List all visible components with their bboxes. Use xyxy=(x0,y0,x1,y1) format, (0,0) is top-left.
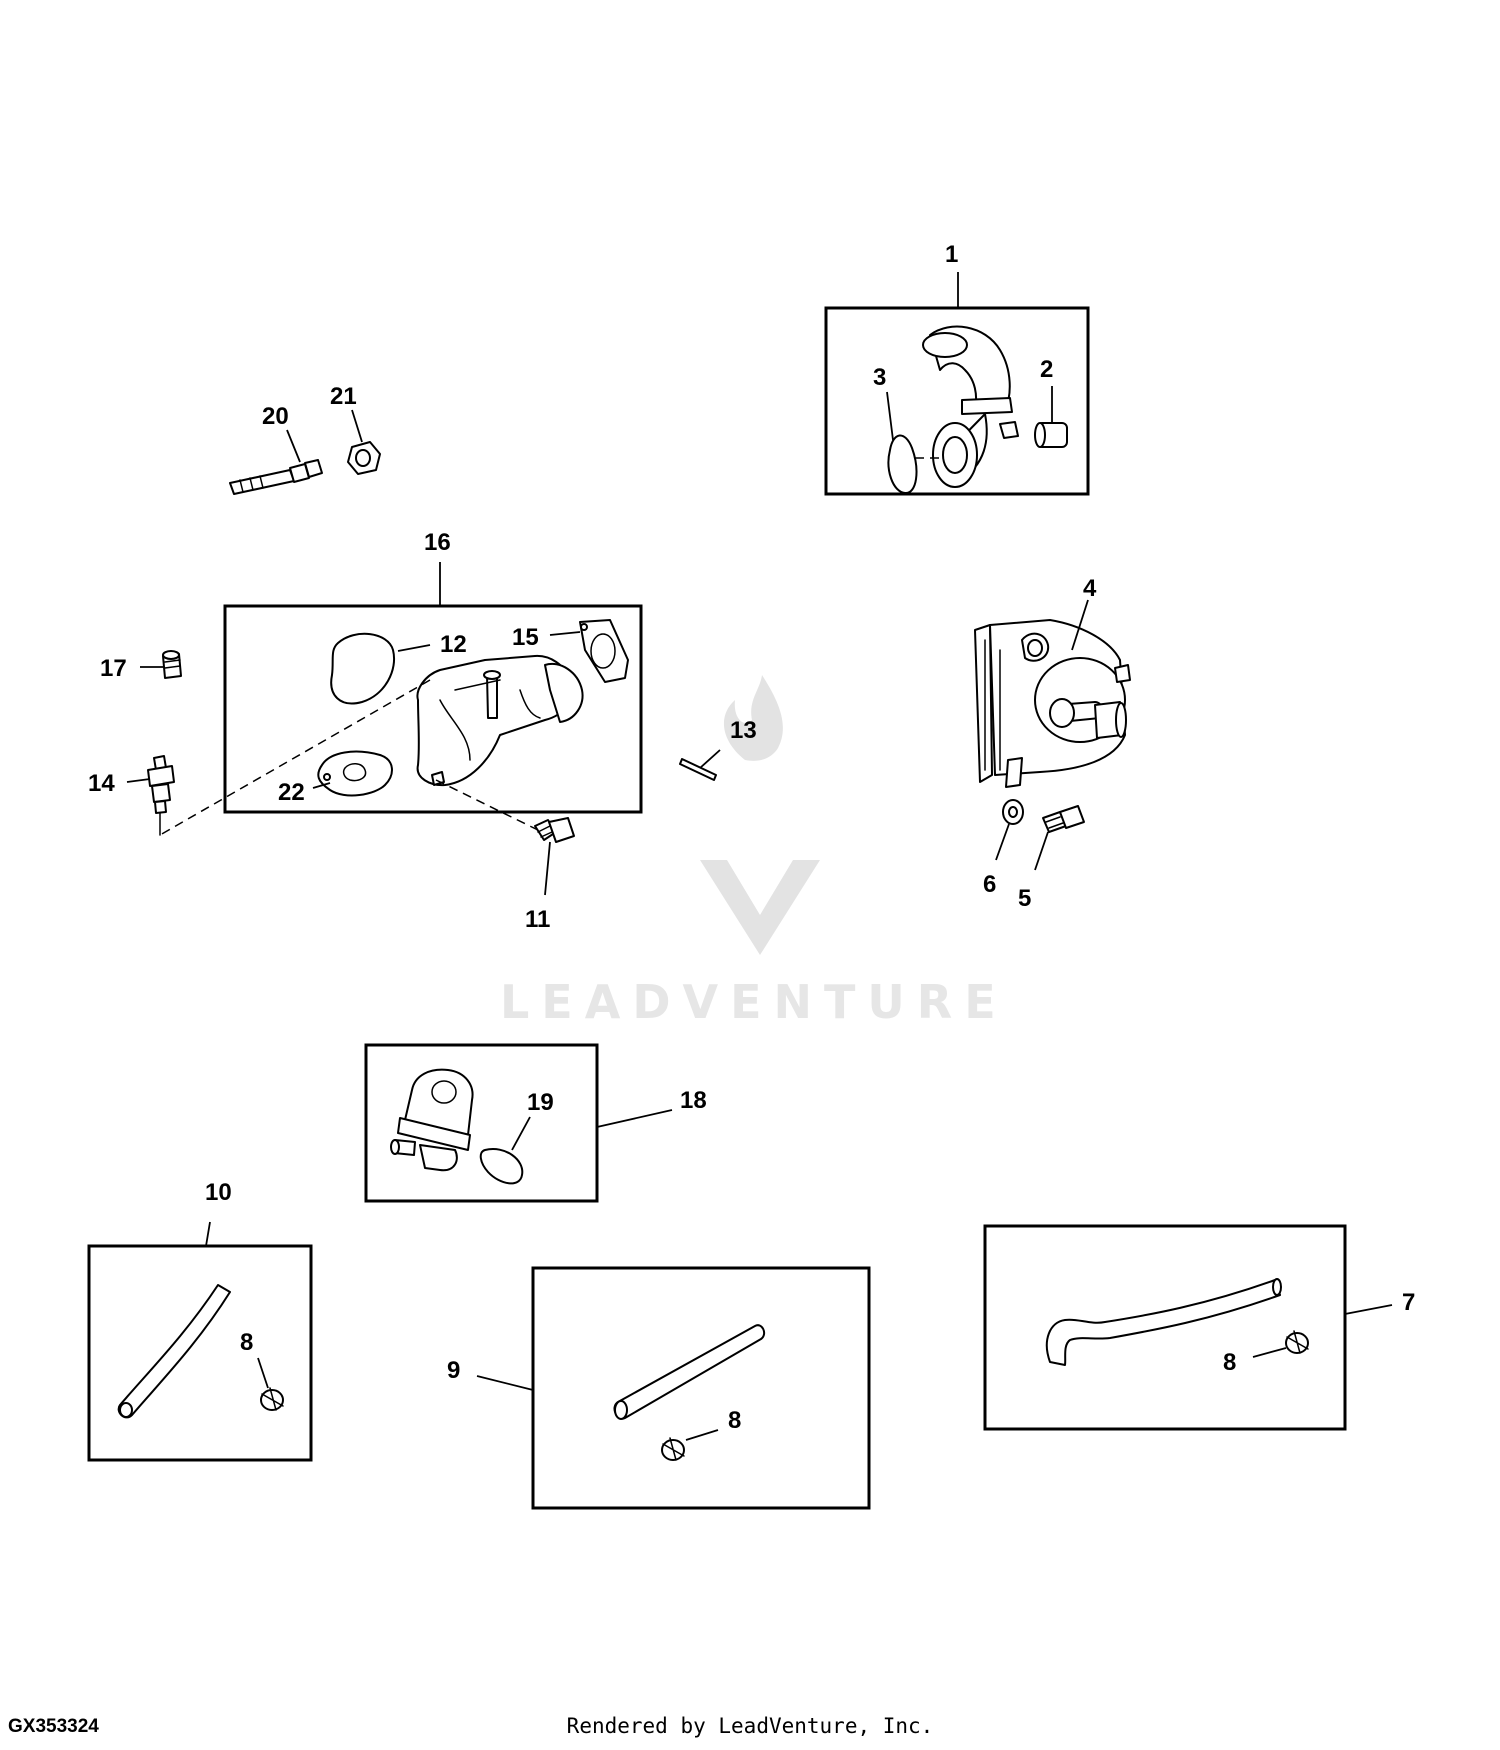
callout-11[interactable]: 11 xyxy=(525,906,550,933)
watermark-text: LEADVENTURE xyxy=(500,975,1008,1029)
callout-7[interactable]: 7 xyxy=(1402,1289,1415,1316)
callout-10[interactable]: 10 xyxy=(205,1179,232,1206)
pin-13 xyxy=(679,758,717,781)
callout-4[interactable]: 4 xyxy=(1083,575,1097,602)
kit-box-7 xyxy=(983,1224,1347,1431)
watermark-v-icon xyxy=(700,860,820,955)
group-outlet-housing: 16 12 15 22 xyxy=(159,529,643,836)
leader-18 xyxy=(596,1109,673,1128)
clamp-8-c xyxy=(1285,1330,1309,1354)
leader-5 xyxy=(1034,831,1049,871)
leader-15 xyxy=(549,631,581,636)
kit-box-10 xyxy=(87,1244,313,1462)
callout-20[interactable]: 20 xyxy=(262,403,289,430)
leader-10 xyxy=(205,1221,211,1247)
dashed-line-14 xyxy=(159,679,431,836)
bolt-11 xyxy=(534,817,575,843)
leader-19 xyxy=(511,1116,531,1151)
o-ring-12 xyxy=(330,632,396,705)
leader-7 xyxy=(1344,1304,1393,1315)
group-hose-10: 10 8 xyxy=(87,1179,313,1462)
leader-11 xyxy=(544,841,551,896)
hose-10 xyxy=(117,1284,231,1419)
callout-8-a[interactable]: 8 xyxy=(240,1329,253,1356)
callout-15[interactable]: 15 xyxy=(512,624,539,651)
leader-6 xyxy=(995,823,1010,861)
clip-on-housing xyxy=(999,421,1019,439)
thermostat xyxy=(932,422,978,488)
callout-8-c[interactable]: 8 xyxy=(1223,1349,1236,1376)
group-hose-7: 7 8 xyxy=(983,1224,1415,1431)
callout-13[interactable]: 13 xyxy=(730,717,757,744)
temperature-sender-20 xyxy=(229,459,323,495)
group-hose-9: 9 8 xyxy=(447,1266,871,1510)
group-fitting-kit: 18 19 xyxy=(364,1043,707,1203)
diagram-id-label: GX353324 xyxy=(8,1716,99,1737)
elbow-fitting-18 xyxy=(390,1068,474,1172)
callout-3[interactable]: 3 xyxy=(873,364,886,391)
gasket-22 xyxy=(317,750,393,797)
callout-1[interactable]: 1 xyxy=(945,241,958,268)
leader-22 xyxy=(312,782,331,789)
hose-10-end xyxy=(119,1402,133,1418)
leader-8-c xyxy=(1252,1347,1287,1358)
callout-2[interactable]: 2 xyxy=(1040,356,1053,383)
fitting-14 xyxy=(147,755,175,814)
leader-8-a xyxy=(257,1357,269,1389)
kit-box-18 xyxy=(364,1043,599,1203)
leader-20 xyxy=(286,429,301,463)
hose-7-end xyxy=(1272,1278,1282,1296)
bolt-5 xyxy=(1042,805,1085,833)
dashed-line-11 xyxy=(435,779,543,833)
nut-21 xyxy=(347,441,381,475)
leader-12 xyxy=(397,644,431,652)
callout-18[interactable]: 18 xyxy=(680,1087,707,1114)
hose-9-end xyxy=(614,1400,628,1420)
kit-box-9 xyxy=(531,1266,871,1510)
oil-cooler-4 xyxy=(974,619,1131,788)
o-ring-3 xyxy=(887,434,918,494)
clamp-8-a xyxy=(260,1387,284,1411)
group-sender: 20 21 xyxy=(229,383,381,495)
clamp-8-b xyxy=(661,1437,685,1461)
leader-9 xyxy=(476,1375,534,1391)
o-ring-19 xyxy=(479,1148,524,1185)
cap-part-2 xyxy=(1034,422,1068,448)
kit-box-16 xyxy=(223,604,643,814)
callout-21[interactable]: 21 xyxy=(330,383,357,410)
leader-4 xyxy=(1071,599,1089,651)
callout-14[interactable]: 14 xyxy=(88,770,115,797)
plug-17 xyxy=(162,650,182,679)
hose-9 xyxy=(613,1324,766,1420)
callout-22[interactable]: 22 xyxy=(278,779,305,806)
callout-8-b[interactable]: 8 xyxy=(728,1407,741,1434)
hose-7 xyxy=(1045,1279,1281,1366)
callout-9[interactable]: 9 xyxy=(447,1357,460,1384)
leader-3 xyxy=(886,391,894,441)
group-thermostat-housing: 1 3 2 xyxy=(824,241,1090,496)
watermark: LEADVENTURE xyxy=(500,675,1008,1029)
gasket-15 xyxy=(579,619,629,683)
callout-5[interactable]: 5 xyxy=(1018,885,1031,912)
washer-6 xyxy=(1002,799,1024,825)
outlet-housing xyxy=(416,654,584,787)
leader-13 xyxy=(699,749,721,769)
render-credit: Rendered by LeadVenture, Inc. xyxy=(566,1714,934,1738)
callout-16[interactable]: 16 xyxy=(424,529,451,556)
callout-6[interactable]: 6 xyxy=(983,871,996,898)
kit-box-1 xyxy=(824,306,1090,496)
watermark-flame-icon xyxy=(723,675,783,761)
callout-19[interactable]: 19 xyxy=(527,1089,554,1116)
leader-21 xyxy=(351,409,363,443)
leader-8-b xyxy=(685,1429,719,1441)
callout-12[interactable]: 12 xyxy=(440,631,467,658)
callout-17[interactable]: 17 xyxy=(100,655,127,682)
leader-14 xyxy=(126,778,151,783)
